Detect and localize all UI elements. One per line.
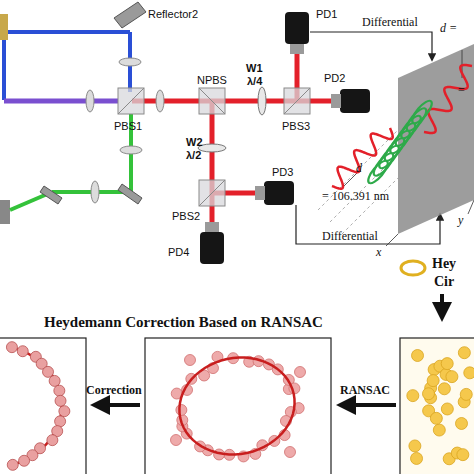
figure-label: Differential: [322, 230, 378, 243]
figure-label: Correction: [86, 384, 142, 397]
beam-splitter-cube: [118, 88, 310, 206]
fitted-ellipse: [179, 358, 294, 455]
figure-label: = 106.391 nm: [322, 190, 389, 203]
data-point: [47, 435, 58, 446]
figure-label: Hey: [432, 256, 456, 271]
figure-label: Cir: [434, 274, 454, 289]
raw-point: [458, 347, 470, 359]
data-point: [55, 416, 66, 427]
raw-point: [464, 367, 474, 379]
grating-line: [318, 130, 398, 234]
figure-label: PD4: [168, 246, 189, 258]
raw-point: [427, 375, 439, 387]
corrected-circle: [13, 347, 62, 465]
figure-label: PBS3: [282, 120, 310, 132]
data-point: [176, 404, 187, 415]
helix-turn: [409, 98, 435, 126]
data-point: [285, 447, 296, 458]
raw-point: [433, 424, 445, 436]
flow-arrow: [340, 403, 396, 407]
data-point: [49, 375, 60, 386]
raw-point: [407, 390, 419, 402]
data-point: [59, 406, 70, 417]
raw-point: [422, 388, 434, 400]
data-point: [6, 342, 17, 353]
raw-point: [460, 388, 472, 400]
raw-point: [430, 412, 442, 424]
flow-arrow: [440, 294, 444, 318]
raw-point: [441, 403, 453, 415]
green-beam: [10, 114, 131, 210]
figure-label: λ/2: [186, 149, 201, 161]
raw-point: [456, 417, 468, 429]
raw-point: [441, 358, 453, 370]
splitter-diagonal: [118, 88, 310, 206]
blue-beam: [4, 32, 130, 100]
figure-label: d: [356, 162, 362, 175]
wave-plate: [258, 87, 266, 115]
raw-point: [411, 452, 423, 464]
signal-line: [310, 32, 432, 60]
photodetector: [200, 12, 370, 264]
mirror: [118, 184, 142, 204]
reflector-mirror: [114, 2, 146, 28]
figure-label: PD3: [272, 166, 293, 178]
data-point: [185, 355, 196, 366]
result-panel: [0, 338, 86, 474]
figure-label: Reflector2: [148, 8, 198, 20]
figure-label: Differential: [362, 16, 418, 29]
laser-source: [0, 14, 8, 40]
figure-label: =: [458, 84, 465, 97]
raw-point: [438, 383, 450, 395]
figure-label: RANSAC: [340, 384, 390, 397]
circle-icon: [401, 261, 425, 275]
figure-label: y: [458, 214, 463, 227]
fit-panel: [145, 338, 331, 474]
figure-label: W2: [186, 136, 203, 148]
raw-point: [457, 449, 469, 461]
mirror: [40, 186, 62, 204]
section-title: Heydemann Correction Based on RANSAC: [44, 314, 323, 331]
data-point: [17, 346, 28, 357]
figure-label: PBS2: [172, 210, 200, 222]
figure-label: PD2: [324, 72, 345, 84]
figure-label: PBS1: [114, 120, 142, 132]
data-point: [171, 435, 182, 446]
data-point: [54, 385, 65, 396]
combined-beam: [4, 99, 118, 104]
axis-line: [468, 200, 474, 214]
data-panel: [400, 338, 474, 474]
red-beam: [132, 52, 336, 226]
figure-label: d =: [440, 22, 457, 35]
flow-arrow: [94, 403, 140, 407]
figure-label: PD1: [316, 8, 337, 20]
raw-point: [412, 350, 424, 362]
figure-label: NPBS: [197, 74, 227, 86]
light-wave: [424, 65, 472, 133]
data-point: [55, 395, 66, 406]
data-point: [7, 459, 18, 470]
figure-label: W1: [246, 62, 263, 74]
raw-point: [446, 371, 458, 383]
axis-line: [386, 234, 398, 246]
data-point: [295, 367, 306, 378]
data-point: [19, 455, 30, 466]
figure-label: x: [376, 246, 381, 259]
laser-source: [0, 200, 10, 224]
lens: [86, 58, 164, 203]
raw-point: [409, 440, 421, 452]
figure-label: λ/4: [247, 75, 262, 87]
